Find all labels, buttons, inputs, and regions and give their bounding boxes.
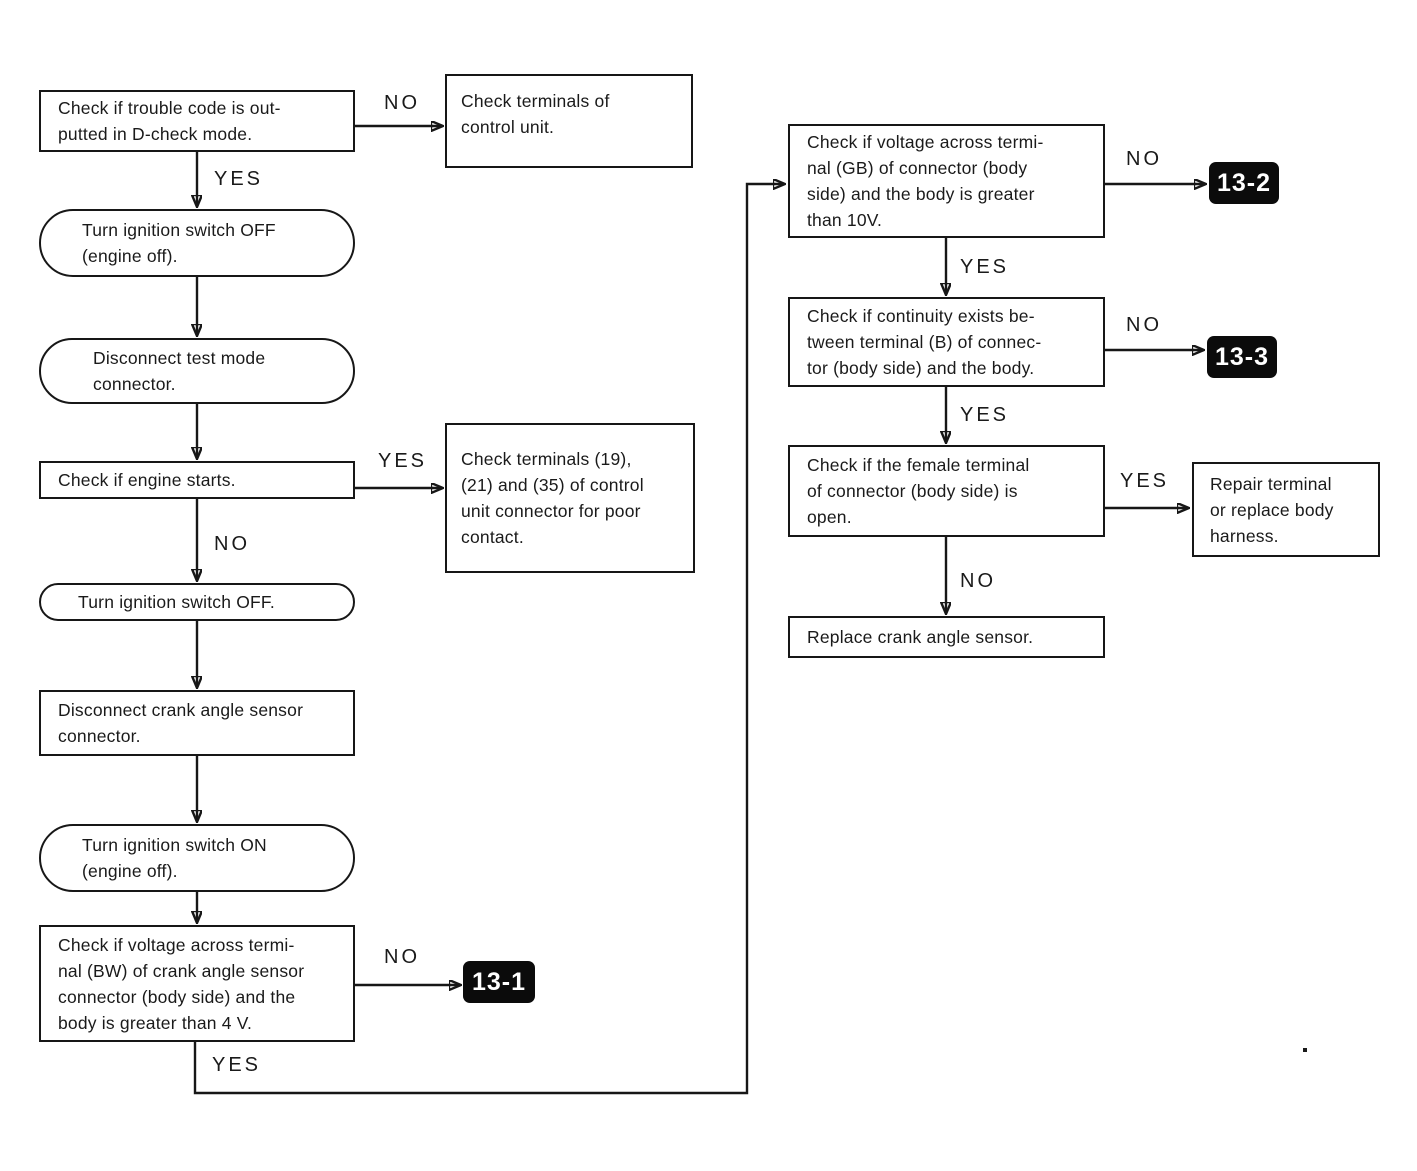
node-replace-crank-angle-sensor: Replace crank angle sensor.	[788, 616, 1105, 658]
badge-13-3: 13-3	[1207, 336, 1277, 378]
node-check-terminals-control-unit: Check terminals of control unit.	[445, 74, 693, 168]
node-check-continuity-b: Check if continuity exists be- tween ter…	[788, 297, 1105, 387]
connector-voltagebw-yes-to-voltagegb	[193, 184, 784, 1095]
node-ignition-off-engine-off-text: Turn ignition switch OFF (engine off).	[82, 220, 276, 266]
node-repair-terminal: Repair terminal or replace body harness.	[1192, 462, 1380, 557]
node-ignition-on-engine-off-text: Turn ignition switch ON (engine off).	[82, 835, 267, 881]
node-ignition-on-engine-off: Turn ignition switch ON (engine off).	[39, 824, 355, 892]
edge-label-yes-voltagegb: YES	[960, 256, 1010, 278]
node-ignition-off-text: Turn ignition switch OFF.	[78, 592, 275, 612]
scan-speck	[1303, 1048, 1307, 1052]
node-check-female-terminal: Check if the female terminal of connecto…	[788, 445, 1105, 537]
node-check-terminals-19-21-35: Check terminals (19), (21) and (35) of c…	[445, 423, 695, 573]
node-check-engine-starts-text: Check if engine starts.	[58, 470, 236, 490]
edge-label-yes-enginestarts: YES	[378, 450, 428, 472]
edge-label-yes-continuity: YES	[960, 404, 1010, 426]
edge-label-yes-femaleterminal: YES	[1120, 470, 1170, 492]
node-disconnect-test-mode-connector: Disconnect test mode connector.	[39, 338, 355, 404]
node-repair-terminal-text: Repair terminal or replace body harness.	[1210, 473, 1334, 546]
node-check-female-terminal-text: Check if the female terminal of connecto…	[807, 455, 1030, 527]
node-check-terminals-19-21-35-text: Check terminals (19), (21) and (35) of c…	[461, 449, 644, 547]
node-ignition-off: Turn ignition switch OFF.	[39, 583, 355, 621]
node-check-trouble-code-text: Check if trouble code is out- putted in …	[58, 98, 281, 144]
node-check-trouble-code: Check if trouble code is out- putted in …	[39, 90, 355, 152]
edge-label-no-femaleterminal: NO	[960, 570, 996, 592]
node-replace-crank-angle-sensor-text: Replace crank angle sensor.	[807, 627, 1034, 647]
node-disconnect-crank-angle-sensor: Disconnect crank angle sensor connector.	[39, 690, 355, 756]
edge-label-no-troublecode: NO	[384, 92, 420, 114]
badge-13-2: 13-2	[1209, 162, 1279, 204]
node-check-voltage-gb-text: Check if voltage across termi- nal (GB) …	[807, 132, 1044, 230]
node-check-engine-starts: Check if engine starts.	[39, 461, 355, 499]
edge-label-no-continuity: NO	[1126, 314, 1162, 336]
node-ignition-off-engine-off: Turn ignition switch OFF (engine off).	[39, 209, 355, 277]
node-check-voltage-bw: Check if voltage across termi- nal (BW) …	[39, 925, 355, 1042]
node-check-voltage-gb: Check if voltage across termi- nal (GB) …	[788, 124, 1105, 238]
edge-label-no-enginestarts: NO	[214, 533, 250, 555]
node-check-terminals-control-unit-text: Check terminals of control unit.	[461, 91, 610, 137]
node-check-voltage-bw-text: Check if voltage across termi- nal (BW) …	[58, 934, 305, 1033]
edge-label-yes-voltagebw: YES	[212, 1054, 262, 1076]
edge-label-no-voltagegb: NO	[1126, 148, 1162, 170]
node-check-continuity-b-text: Check if continuity exists be- tween ter…	[807, 306, 1042, 378]
edge-label-yes-troublecode: YES	[214, 168, 264, 190]
edge-label-no-voltagebw: NO	[384, 946, 420, 968]
node-disconnect-test-mode-connector-text: Disconnect test mode connector.	[93, 348, 266, 394]
badge-13-1: 13-1	[463, 961, 535, 1003]
node-disconnect-crank-angle-sensor-text: Disconnect crank angle sensor connector.	[58, 700, 304, 746]
